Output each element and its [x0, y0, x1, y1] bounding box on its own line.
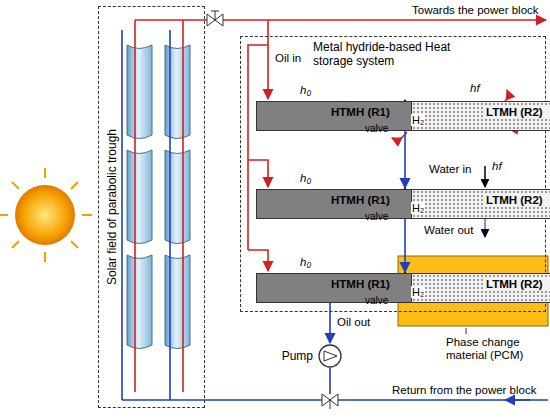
leader-line — [466, 328, 467, 334]
ltmh-reactor: LTMH (R2) — [411, 189, 550, 219]
coefficient-label: h₀ — [300, 172, 311, 185]
oil-flow — [404, 131, 406, 188]
sun — [0, 168, 92, 262]
oil-flow — [329, 303, 331, 343]
flow-note: Oil out — [336, 316, 371, 329]
parabolic-troughs — [127, 45, 190, 349]
flow-note: Water out — [424, 224, 473, 237]
ltmh-reactor: LTMH (R2) — [411, 273, 550, 303]
flow-note: Towards the power block — [412, 4, 539, 17]
node-text: Metal hydride-based Heat storage system — [313, 40, 463, 68]
pcm-label: Phase change material (PCM) — [446, 336, 546, 362]
node-text: HTMH (R1) — [329, 193, 483, 207]
valve-label: valve — [365, 210, 388, 223]
sun-disc — [15, 185, 75, 245]
coefficient-label: hf — [470, 82, 480, 95]
ltmh-reactor: LTMH (R2) — [411, 101, 550, 131]
flow-note: Water in — [429, 163, 471, 176]
node-text: Solar field of parabolic trough — [105, 129, 119, 285]
storage-system-region: HTMH (R1)LTMH (R2)HTMH (R1)LTMH (R2)HTMH… — [240, 36, 546, 312]
valve-label: valve — [365, 122, 388, 135]
pump-symbol: Pump — [318, 344, 342, 368]
node-text: LTMH (R2) — [484, 277, 550, 291]
node-text: Pump — [282, 349, 313, 363]
flow-label: H₂ — [411, 114, 425, 126]
node-text: HTMH (R1) — [329, 277, 483, 291]
coefficient-label: h₀ — [300, 256, 311, 269]
coefficient-label: hf — [492, 160, 502, 173]
flow-label: H₂ — [411, 286, 425, 298]
flow-note: Return from the power block — [392, 384, 536, 397]
coefficient-label: h₀ — [300, 84, 311, 97]
node-text: LTMH (R2) — [484, 193, 550, 207]
htmh-reactor: HTMH (R1) — [256, 273, 420, 303]
node-text: LTMH (R2) — [484, 105, 550, 119]
oil-flow — [404, 219, 406, 272]
flow-note: Oil in — [274, 52, 302, 65]
htmh-reactor: HTMH (R1) — [256, 189, 420, 219]
htmh-reactor: HTMH (R1) — [256, 101, 420, 131]
flow-label: H₂ — [411, 202, 425, 214]
pump-outline — [318, 344, 342, 368]
node-text: HTMH (R1) — [329, 105, 483, 119]
solar-field-region: Solar field of parabolic trough — [98, 6, 205, 408]
valve-label: valve — [365, 294, 388, 307]
